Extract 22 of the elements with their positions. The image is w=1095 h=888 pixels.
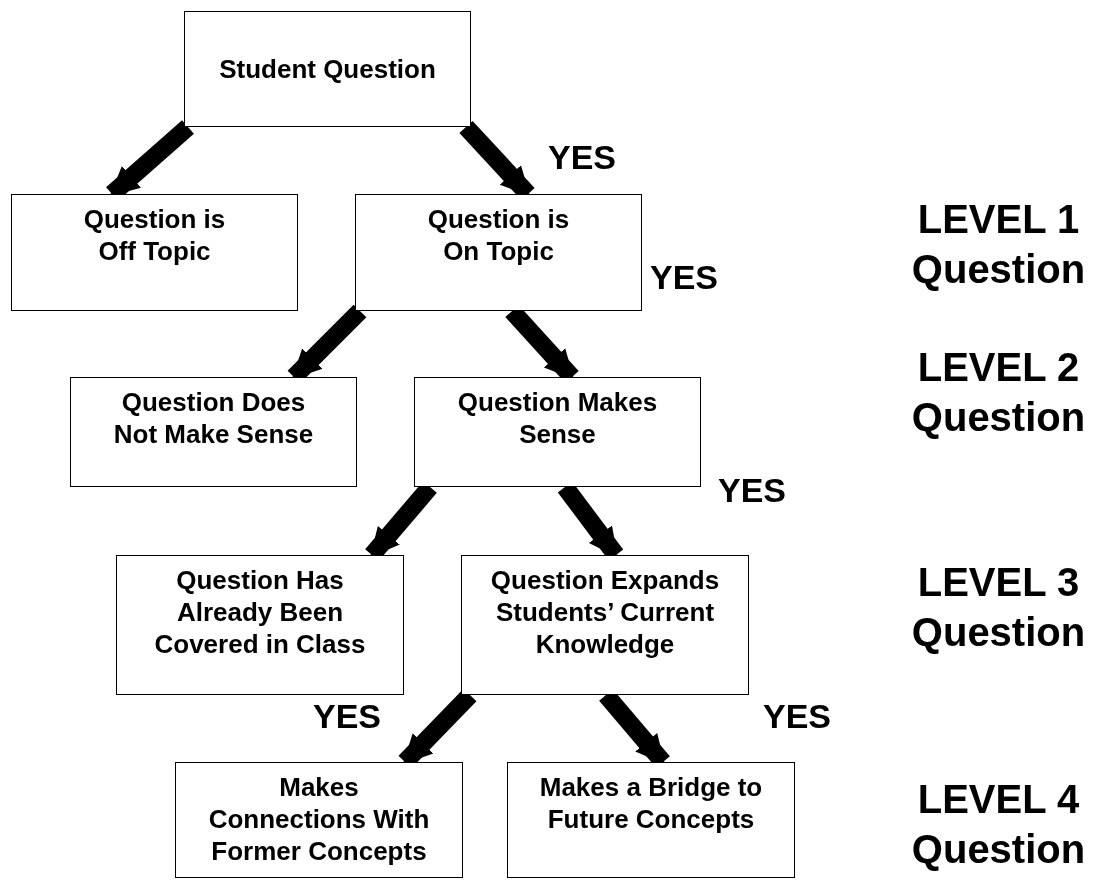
level-label: LEVEL 3 Question — [910, 559, 1087, 656]
process-box — [461, 555, 749, 695]
box-text: Student Question — [219, 52, 436, 86]
process-box — [70, 377, 357, 487]
box-text: Makes Connections With Former Concepts — [207, 771, 431, 868]
box-text: Question is On Topic — [426, 203, 571, 268]
box-text: Question Does Not Make Sense — [112, 386, 315, 451]
box-text: Makes a Bridge to Future Concepts — [538, 771, 764, 836]
process-box — [184, 11, 471, 127]
process-box — [175, 762, 463, 878]
box-text: Question Has Already Been Covered in Class — [153, 564, 367, 661]
box-text: Question Makes Sense — [456, 386, 659, 451]
level-label: LEVEL 2 Question — [910, 344, 1087, 441]
level-label: LEVEL 4 Question — [910, 776, 1087, 873]
process-box — [116, 555, 404, 695]
box-text: Question Expands Students’ Current Knowledge — [489, 564, 721, 661]
process-box — [355, 194, 642, 311]
process-box — [414, 377, 701, 487]
level-label: LEVEL 1 Question — [910, 196, 1087, 293]
process-box — [507, 762, 795, 878]
process-box — [11, 194, 298, 311]
box-text: Question is Off Topic — [82, 203, 227, 268]
